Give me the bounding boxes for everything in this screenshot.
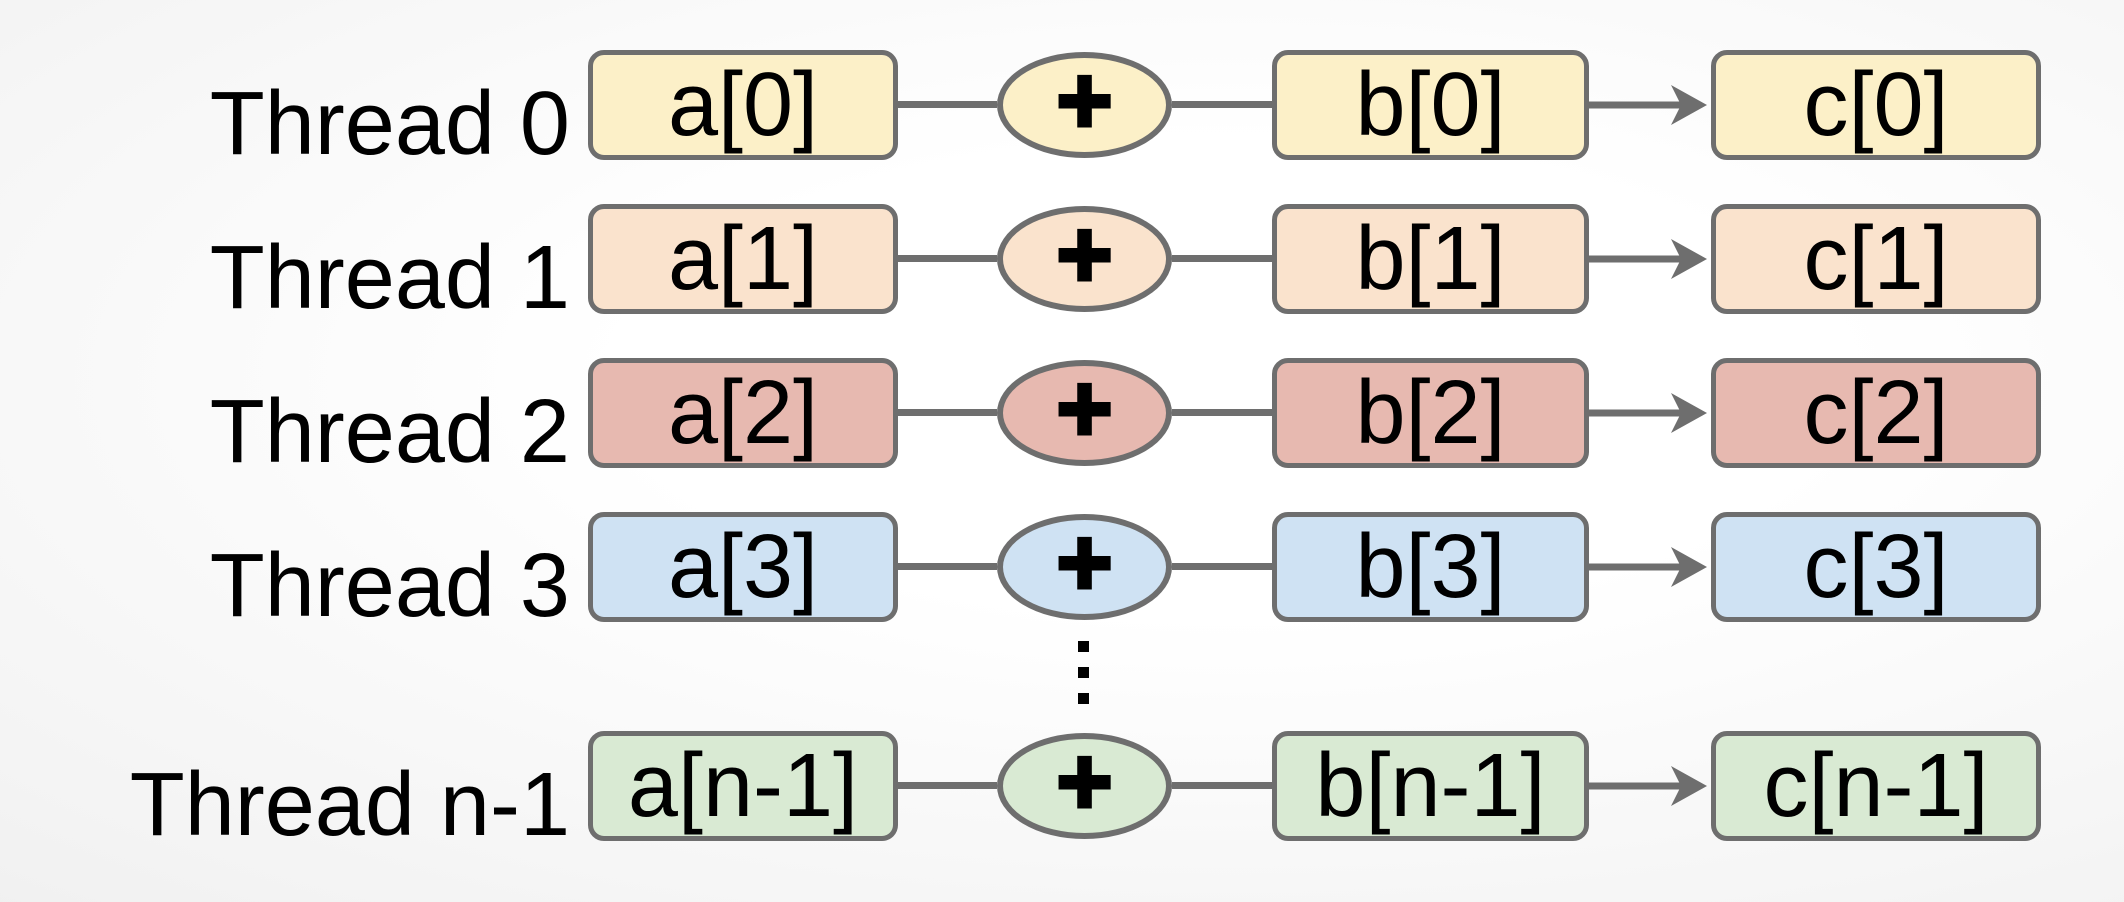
- thread-row: Thread 0 a[0] + b[0] c[0]: [0, 45, 2124, 174]
- connector-line: [1172, 563, 1272, 570]
- array-c-box: c[2]: [1711, 358, 2041, 468]
- plus-sign: +: [1054, 45, 1114, 156]
- thread-row: Thread 2 a[2] + b[2] c[2]: [0, 353, 2124, 482]
- array-b-box: b[n-1]: [1272, 731, 1589, 841]
- array-a-box: a[1]: [588, 204, 898, 314]
- thread-label: Thread 0: [209, 74, 570, 174]
- array-c-box: c[n-1]: [1711, 731, 2041, 841]
- array-c-box: c[1]: [1711, 204, 2041, 314]
- connector-line: [898, 101, 997, 108]
- array-c-box: c[0]: [1711, 50, 2041, 160]
- thread-label: Thread 2: [209, 382, 570, 482]
- result-arrow-icon: [1589, 85, 1707, 125]
- connector-line: [1172, 255, 1272, 262]
- connector-line: [898, 409, 997, 416]
- array-b-box: b[0]: [1272, 50, 1589, 160]
- connector-line: [898, 782, 997, 789]
- connector-line: [1172, 782, 1272, 789]
- thread-label: Thread 1: [209, 228, 570, 328]
- result-arrow-icon: [1589, 239, 1707, 279]
- array-b-box: b[3]: [1272, 512, 1589, 622]
- thread-row: Thread n-1 a[n-1] + b[n-1] c[n-1]: [0, 726, 2124, 855]
- connector-line: [1172, 101, 1272, 108]
- plus-operator: +: [997, 45, 1172, 158]
- connector-line: [898, 255, 997, 262]
- plus-sign: +: [1054, 507, 1114, 618]
- array-a-box: a[3]: [588, 512, 898, 622]
- result-arrow-icon: [1589, 547, 1707, 587]
- plus-operator: +: [997, 507, 1172, 620]
- array-b-box: b[2]: [1272, 358, 1589, 468]
- plus-sign: +: [1054, 353, 1114, 464]
- thread-row: Thread 1 a[1] + b[1] c[1]: [0, 199, 2124, 328]
- plus-sign: +: [1054, 199, 1114, 310]
- ellipsis-dot: [1078, 693, 1089, 704]
- plus-operator: +: [997, 726, 1172, 839]
- plus-sign: +: [1054, 726, 1114, 837]
- array-b-box: b[1]: [1272, 204, 1589, 314]
- result-arrow-icon: [1589, 393, 1707, 433]
- array-c-box: c[3]: [1711, 512, 2041, 622]
- connector-line: [1172, 409, 1272, 416]
- array-a-box: a[n-1]: [588, 731, 898, 841]
- thread-label: Thread n-1: [129, 755, 570, 855]
- thread-label: Thread 3: [209, 536, 570, 636]
- thread-row: Thread 3 a[3] + b[3] c[3]: [0, 507, 2124, 636]
- array-a-box: a[0]: [588, 50, 898, 160]
- result-arrow-icon: [1589, 766, 1707, 806]
- ellipsis-dot: [1078, 641, 1089, 652]
- ellipsis-dot: [1078, 667, 1089, 678]
- plus-operator: +: [997, 353, 1172, 466]
- ellipsis-dots: [1078, 641, 1089, 704]
- plus-operator: +: [997, 199, 1172, 312]
- array-a-box: a[2]: [588, 358, 898, 468]
- connector-line: [898, 563, 997, 570]
